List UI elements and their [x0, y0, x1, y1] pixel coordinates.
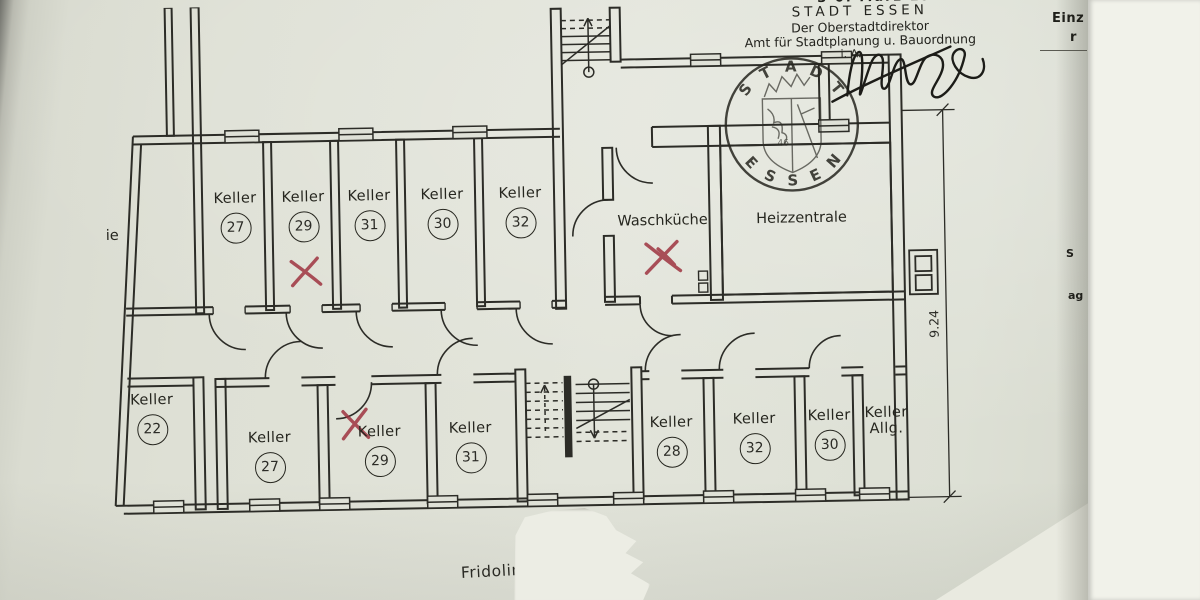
- room-keller-32-bottom: Keller 32: [711, 410, 798, 465]
- room-label: Keller: [247, 429, 292, 447]
- door-arcs: [208, 147, 841, 420]
- room-number-badge: 30: [426, 208, 459, 241]
- room-label: Keller: [130, 391, 174, 409]
- stamp-coat-of-arms: [761, 72, 822, 174]
- stamp-number: 46: [777, 139, 789, 149]
- room-label: Keller: [357, 423, 402, 441]
- staircase-middle: [525, 375, 631, 458]
- window-symbols: [152, 50, 891, 514]
- chimney-symbol: [908, 248, 939, 296]
- room-number-badge: 32: [738, 432, 771, 465]
- underlying-white-sheet: [1088, 0, 1200, 600]
- room-label: Keller: [649, 414, 693, 432]
- room-number-badge: 32: [504, 207, 537, 239]
- room-label: Keller: [732, 410, 776, 428]
- room-waschkueche: Waschküche: [617, 212, 708, 230]
- room-keller-30-top: Keller 30: [399, 186, 486, 241]
- room-number-badge: 30: [813, 429, 846, 462]
- room-label: Keller: [864, 404, 908, 422]
- room-number-badge: 31: [353, 209, 386, 242]
- edge-text-fragment-3: S: [1066, 247, 1074, 260]
- staircase-top: [560, 17, 611, 78]
- dimension-line: [901, 103, 962, 504]
- room-keller-32-top: Keller 32: [477, 185, 564, 240]
- room-keller-allg: Keller Allg.: [843, 404, 930, 438]
- room-keller-27-bottom: Keller 27: [226, 429, 313, 484]
- room-label: Keller: [420, 186, 464, 204]
- dimension-value: 9.24: [926, 310, 942, 338]
- signature: [831, 45, 986, 103]
- red-cross-waschkueche: [644, 239, 683, 275]
- svg-text:S: S: [787, 171, 798, 189]
- edge-rule-line: [1040, 50, 1087, 51]
- room-keller-31-bottom: Keller 31: [427, 420, 514, 475]
- room-number-badge: 27: [219, 212, 252, 244]
- room-label: Keller: [498, 185, 542, 202]
- room-number-badge: 31: [455, 442, 487, 474]
- svg-text:S: S: [735, 80, 756, 99]
- room-keller-29-bottom: Keller 29: [336, 423, 423, 478]
- red-cross-marks: [289, 239, 683, 441]
- walls: [114, 6, 910, 515]
- room-keller-28: Keller 28: [628, 414, 715, 469]
- signature-prefix: i. A.: [840, 47, 862, 61]
- room-number-badge: 28: [656, 436, 688, 468]
- left-edge-label-fragment: ie: [105, 227, 119, 245]
- edge-text-fragment-2: r: [1070, 30, 1077, 45]
- paper-fold-shadow: [1056, 0, 1088, 600]
- edge-text-fragment-1: Einz: [1052, 11, 1085, 26]
- room-label: Keller: [448, 420, 492, 437]
- red-cross-keller29-bottom: [341, 407, 371, 441]
- room-keller-22: Keller 22: [109, 391, 196, 446]
- svg-text:A: A: [785, 57, 797, 75]
- room-number-badge: 22: [136, 413, 169, 446]
- room-label-line2: Allg.: [869, 420, 904, 438]
- room-number-badge: 29: [287, 211, 320, 243]
- room-heizzentrale: Heizzentrale: [756, 209, 848, 228]
- room-number-badge: 29: [364, 445, 396, 478]
- room-number-badge: 27: [254, 451, 286, 484]
- red-cross-keller29-top: [289, 256, 323, 288]
- edge-text-fragment-4: ag: [1068, 289, 1084, 302]
